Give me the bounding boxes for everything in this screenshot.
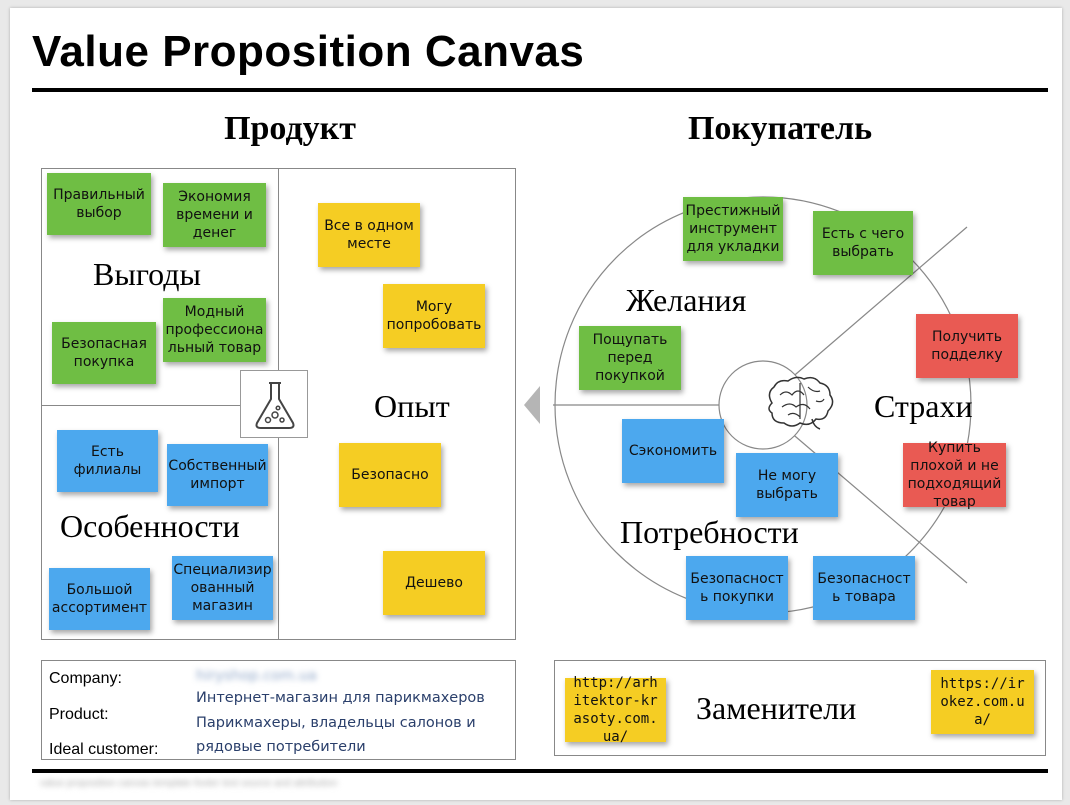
experience-label: Опыт [374,388,450,424]
wants-label: Желания [626,282,747,318]
feature-note: Собственный импорт [167,444,268,506]
product-divider-horizontal [41,405,279,406]
gains-label: Выгоды [93,256,202,292]
needs-note: Безопасност ь покупки [686,556,788,620]
substitute-note: https://irokez.com.ua/ [931,670,1034,734]
footer-text: value proposition canvas template footer… [40,778,338,789]
footer-rule [32,769,1048,773]
substitute-note: http://arhitektor-krasoty.com.ua/ [565,675,666,745]
product-label: Product: [49,706,109,723]
needs-note: Сэкономить [622,419,724,483]
feature-note: Большой ассортимент [49,568,150,630]
info-box [41,660,516,760]
arrow-left-icon [524,386,540,424]
customer-heading: Покупатель [687,110,873,147]
feature-note: Есть филиалы [57,430,158,492]
experience-note: Безопасно [339,443,441,507]
title-rule [32,88,1048,92]
substitutes-label: Заменители [696,690,857,726]
flask-icon-box [240,370,308,438]
product-heading: Продукт [224,110,356,147]
needs-note: Не могу выбрать [736,453,838,517]
experience-note: Дешево [383,551,485,615]
gain-note: Безопасная покупка [52,322,156,384]
customer-label: Ideal customer: [49,741,159,758]
flask-icon [255,382,295,429]
customer-value-line2: рядовые потребители [196,739,366,755]
page-title: Value Proposition Canvas [32,27,585,76]
needs-label: Потребности [620,514,799,550]
product-value: Интернет-магазин для парикмахеров [196,690,485,706]
customer-circle [553,196,972,614]
gain-note: Модный профессиона льный товар [163,298,266,362]
fears-note: Получить подделку [916,314,1018,378]
experience-note: Могу попробовать [383,284,485,348]
fears-label: Страхи [874,388,973,424]
customer-value-line1: Парикмахеры, владельцы салонов и [196,715,476,731]
fears-note: Купить плохой и не подходящий товар [903,440,1006,510]
wants-note: Престижный инструмент для укладки [683,197,783,261]
gain-note: Правильный выбор [47,173,151,235]
features-label: Особенности [60,508,240,544]
feature-note: Специализир ованный магазин [172,556,273,620]
company-label: Company: [49,670,122,687]
gain-note: Экономия времени и денег [163,183,266,247]
company-value: hiryshop.com.ua [196,668,317,684]
wants-note: Пощупать перед покупкой [579,326,681,390]
brain-icon [768,376,834,430]
needs-note: Безопасност ь товара [813,556,915,620]
wants-note: Есть с чего выбрать [813,211,913,275]
experience-note: Все в одном месте [318,203,420,267]
